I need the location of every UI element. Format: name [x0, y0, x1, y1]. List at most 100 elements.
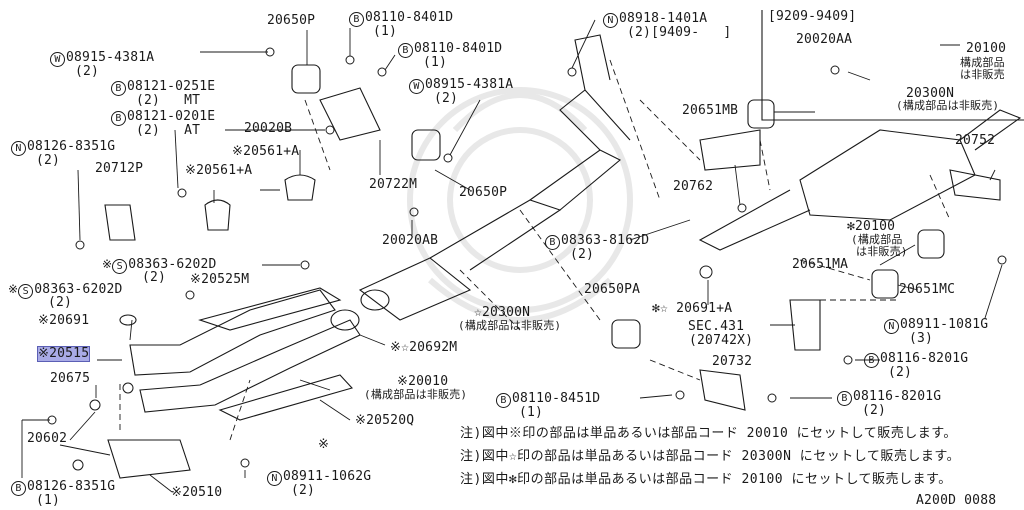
- label-20691A[interactable]: ✻☆ 20691+A: [652, 301, 733, 316]
- label-20602[interactable]: 20602: [27, 431, 68, 446]
- footnote-1: 注)図中※印の部品は単品あるいは部品コード 20010 にセットして販売します。: [460, 426, 957, 441]
- label-20100[interactable]: ✻20100: [847, 219, 896, 234]
- hanger-20650P-mid: [411, 129, 441, 161]
- label-20752[interactable]: 20752: [955, 133, 996, 148]
- bracket-20762: [699, 129, 761, 171]
- label-sec431-sub: (20742X): [689, 333, 754, 348]
- qty-b08110-8451D: (1): [519, 405, 544, 420]
- label-20691[interactable]: ※20691: [38, 313, 90, 328]
- inset-label-20020AA[interactable]: 20020AA: [796, 32, 853, 47]
- qty-b08116-8201G-b: (2): [862, 403, 887, 418]
- diagram-code: A200D 0088: [916, 493, 997, 508]
- w-circle-icon: W: [50, 52, 65, 67]
- label-20515-highlighted[interactable]: ※20515: [36, 346, 91, 362]
- label-20722M[interactable]: 20722M: [369, 177, 418, 192]
- label-20650PA[interactable]: 20650PA: [584, 282, 641, 297]
- inset-border: [761, 10, 1024, 121]
- qty-b08116-8201G-a: (2): [888, 365, 913, 380]
- label-20692M[interactable]: ※☆20692M: [390, 340, 458, 355]
- bracket-20752: [949, 169, 1001, 201]
- qty-b08110-8401D-b: (1): [423, 55, 448, 70]
- s-circle-icon: S: [18, 284, 34, 299]
- qty-b08121-0201E: (2) AT: [136, 123, 201, 138]
- label-20300N[interactable]: ☆20300N: [474, 305, 531, 320]
- label-20651MA[interactable]: 20651MA: [792, 257, 849, 272]
- label-20020B[interactable]: 20020B: [244, 121, 293, 136]
- b-circle-icon: B: [111, 81, 126, 96]
- bracket-20712P: [104, 204, 136, 241]
- qty-s08363-6202D-b: (2): [48, 295, 73, 310]
- note-20300N: (構成部品は非販売): [458, 319, 562, 332]
- front-pipe-lower: [139, 319, 361, 413]
- label-20651MC[interactable]: 20651MC: [899, 282, 956, 297]
- center-muffler-20300N: [358, 257, 472, 321]
- b-circle-icon: B: [111, 111, 126, 126]
- hanger-20651MB: [747, 99, 775, 129]
- hanger-20650P-top: [291, 64, 321, 94]
- label-20020AB[interactable]: 20020AB: [382, 233, 439, 248]
- b-circle-icon: B: [545, 235, 560, 250]
- qty-w08915-4381A-b: (2): [434, 91, 459, 106]
- n-circle-icon: N: [11, 141, 26, 156]
- label-20010[interactable]: ※20010: [397, 374, 449, 389]
- s-circle-icon: S: [112, 259, 128, 274]
- hanger-20651MA: [871, 269, 899, 299]
- inset-note-2: は非販売: [960, 68, 1005, 81]
- label-20651MB[interactable]: 20651MB: [682, 103, 739, 118]
- label-20675[interactable]: 20675: [50, 371, 91, 386]
- label-20762[interactable]: 20762: [673, 179, 714, 194]
- rear-muffler-20100: [799, 129, 976, 221]
- inset-label-20300N[interactable]: 20300N: [906, 86, 955, 101]
- inset-label-20100[interactable]: 20100: [966, 41, 1007, 56]
- catalyst-20510: [107, 439, 191, 479]
- watermark-emblem: [407, 87, 633, 323]
- label-20712P[interactable]: 20712P: [95, 161, 144, 176]
- label-20732[interactable]: 20732: [712, 354, 753, 369]
- qty-n08911-1081G: (3): [909, 331, 934, 346]
- label-20650P-mid[interactable]: 20650P: [459, 185, 508, 200]
- hanger-20651MC: [917, 229, 945, 259]
- label-20561A-b[interactable]: ※20561+A: [185, 163, 253, 178]
- label-20650P-top[interactable]: 20650P: [267, 13, 316, 28]
- label-20561A-a[interactable]: ※20561+A: [232, 144, 300, 159]
- qty-b08363-8162D: (2): [570, 247, 595, 262]
- label-20510[interactable]: ※20510: [171, 485, 223, 500]
- note-20100-1: (構成部品: [851, 233, 903, 246]
- bracket-20732: [699, 369, 746, 411]
- b-circle-icon: B: [864, 353, 879, 368]
- n-circle-icon: N: [884, 319, 899, 334]
- label-20525M[interactable]: ※20525M: [190, 272, 250, 287]
- n-circle-icon: N: [267, 471, 282, 486]
- qty-w08915-4381A-a: (2): [75, 64, 100, 79]
- b-circle-icon: B: [496, 393, 511, 408]
- qty-n08126-8351G-top: (2): [36, 153, 61, 168]
- clamp-20561A-b: [204, 199, 231, 231]
- bracket-sec431: [789, 299, 821, 351]
- b-circle-icon: B: [837, 391, 852, 406]
- label-20520Q[interactable]: ※20520Q: [355, 413, 415, 428]
- w-circle-icon: W: [409, 79, 424, 94]
- footnote-3: 注)図中✻印の部品は単品あるいは部品コード 20100 にセットして販売します。: [460, 472, 952, 487]
- qty-n08911-1062G: (2): [291, 483, 316, 498]
- label-sec431[interactable]: SEC.431: [688, 319, 745, 334]
- front-pipe-upper: [129, 289, 336, 376]
